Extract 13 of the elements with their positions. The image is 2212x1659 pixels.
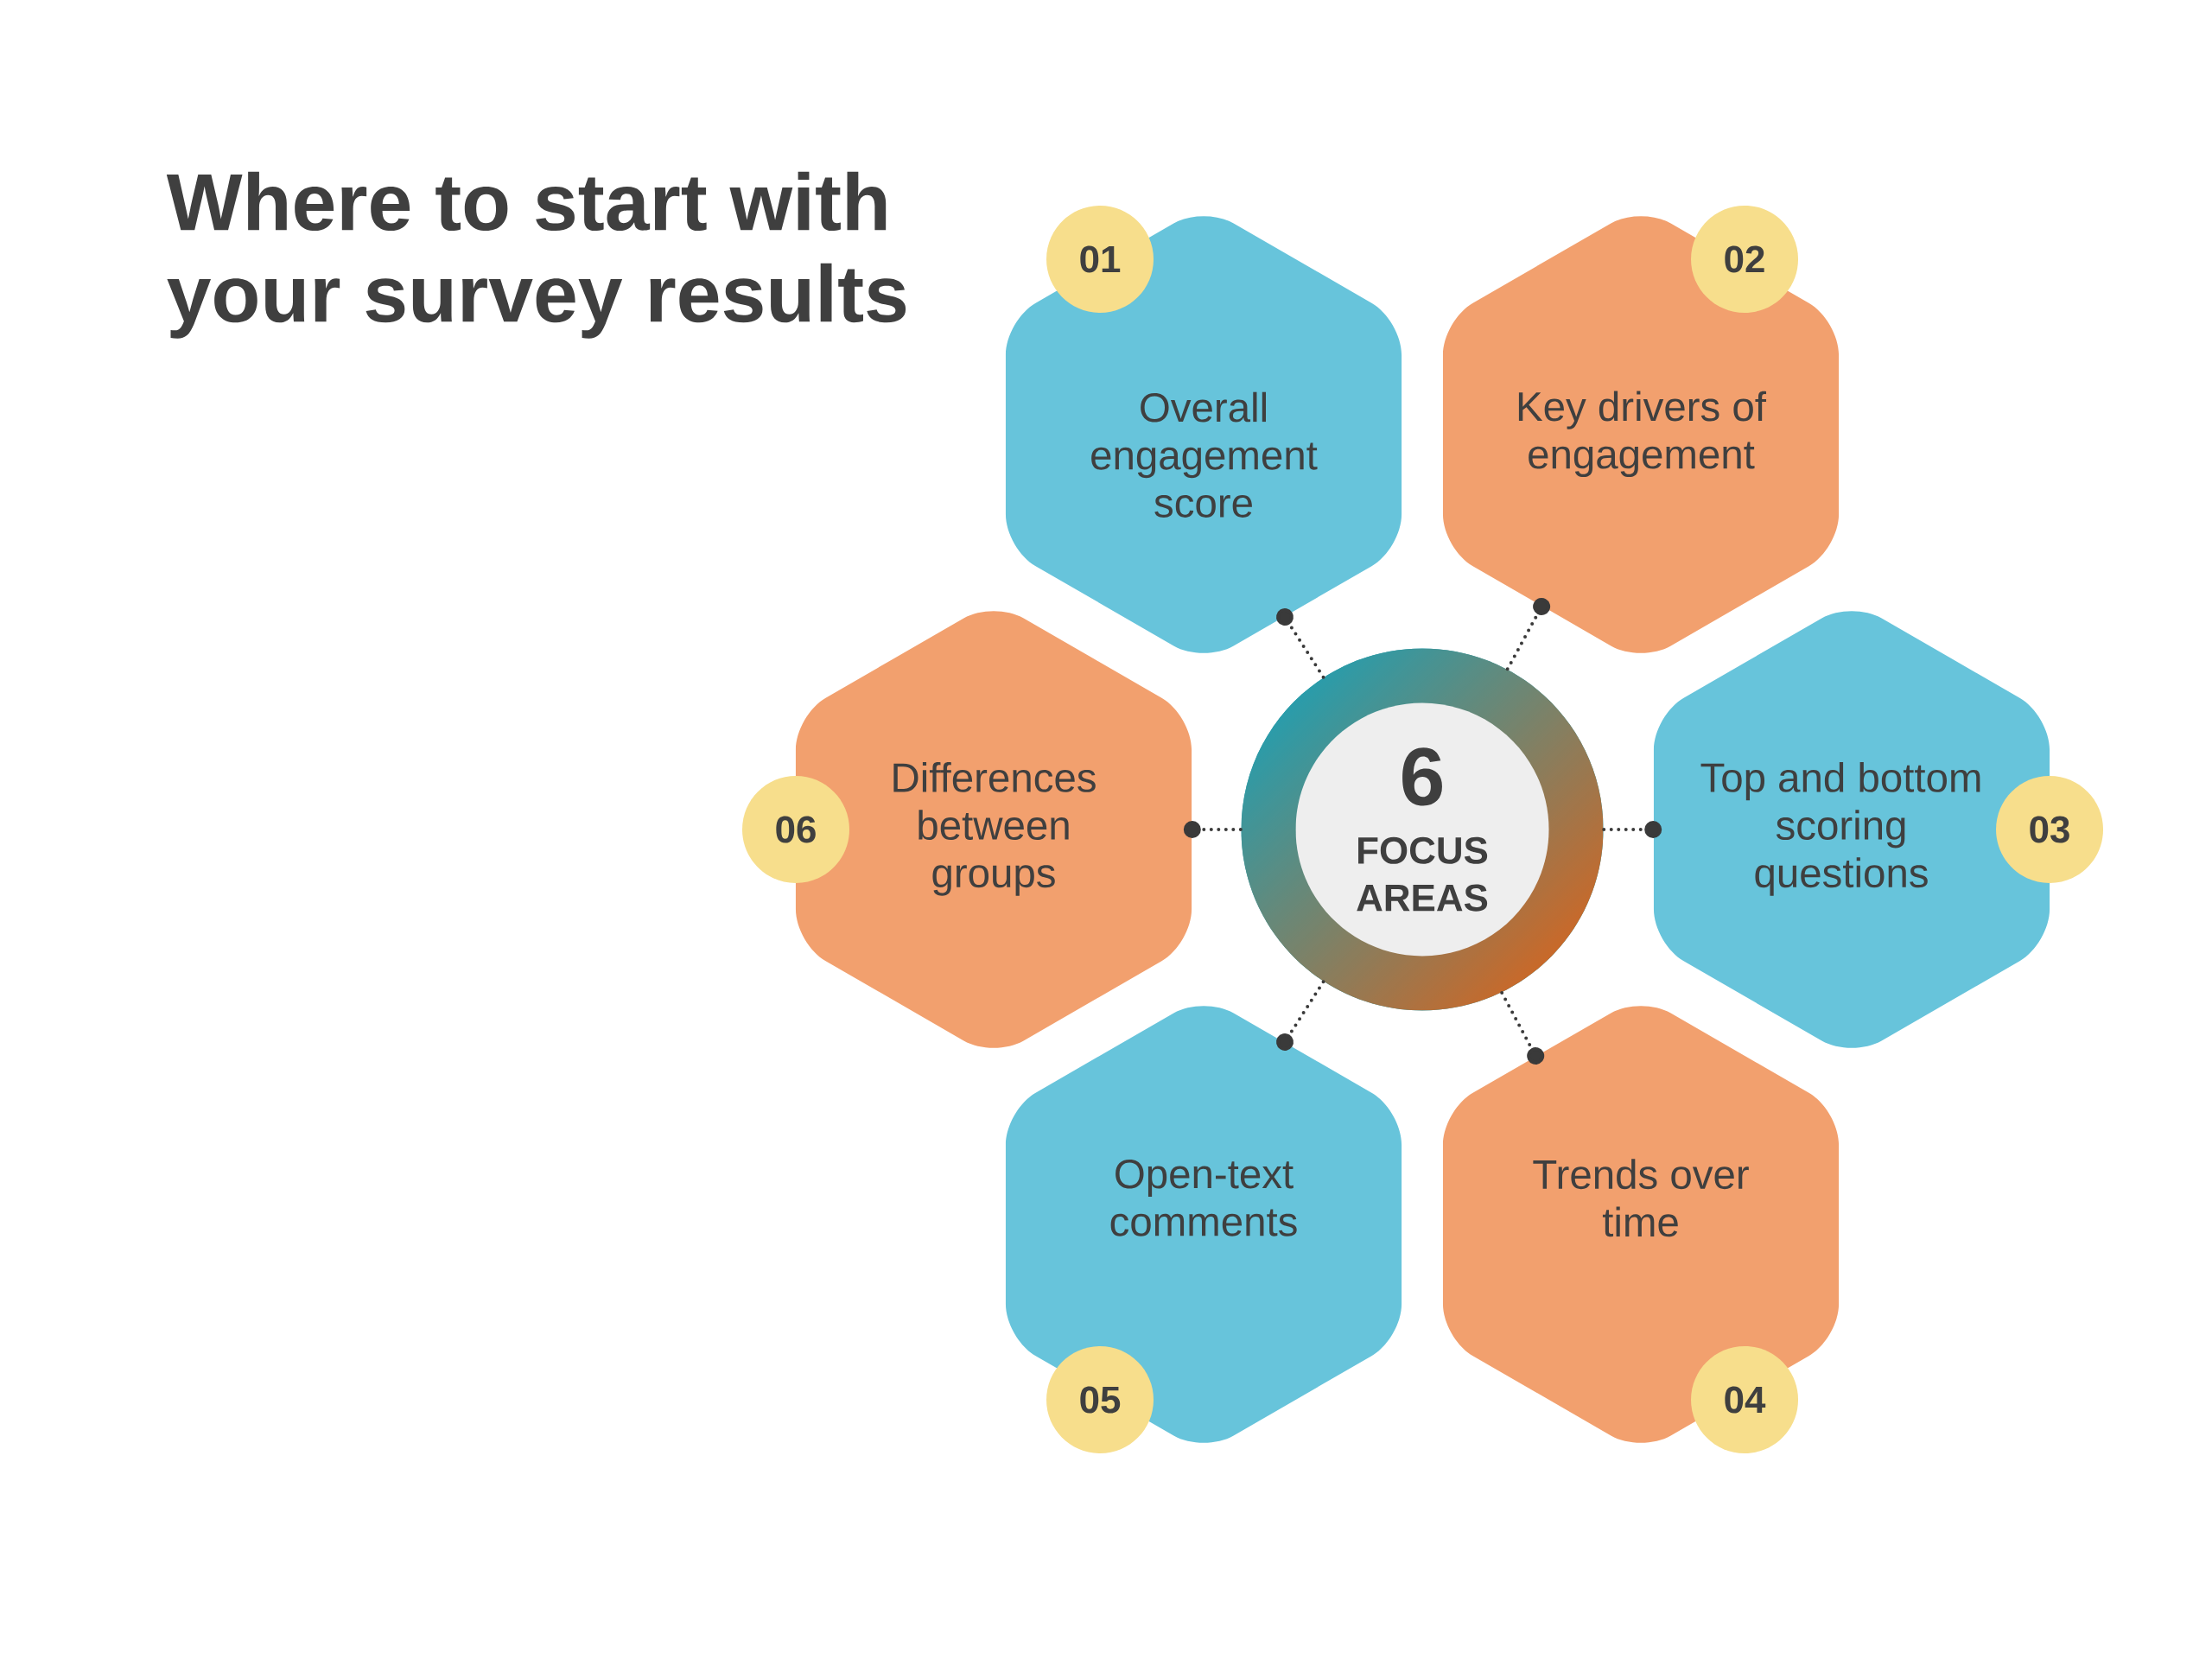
dotted-connector bbox=[1276, 608, 1325, 679]
title: Where to start with your survey results bbox=[166, 171, 906, 339]
number-badge: 01 bbox=[1046, 205, 1154, 313]
number-badge: 02 bbox=[1691, 205, 1799, 313]
number-badge: 05 bbox=[1046, 1346, 1154, 1453]
dotted-connector bbox=[1183, 820, 1243, 838]
dotted-connector bbox=[1505, 597, 1551, 671]
dotted-connector bbox=[1500, 990, 1545, 1065]
dotted-connector bbox=[1602, 820, 1662, 838]
number-badge: 03 bbox=[1996, 776, 2103, 883]
dotted-connector bbox=[1276, 980, 1325, 1051]
number-badge: 06 bbox=[742, 776, 849, 883]
number-badge: 04 bbox=[1691, 1346, 1799, 1453]
